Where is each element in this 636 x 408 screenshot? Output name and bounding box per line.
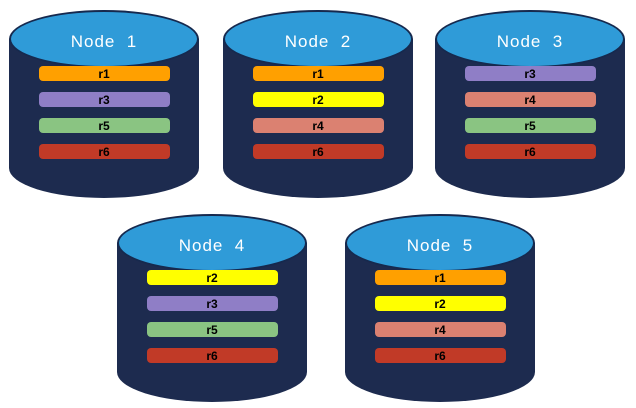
node-title: Node 5 xyxy=(406,235,474,255)
node-title: Node 3 xyxy=(496,31,564,51)
replica-bar-r5: r5 xyxy=(464,118,596,133)
replica-list: r1 r3 r5 r6 xyxy=(8,66,200,159)
replica-bar-r4: r4 xyxy=(374,322,506,337)
replica-bar-r2: r2 xyxy=(374,296,506,311)
replica-bar-r6: r6 xyxy=(374,348,506,363)
replica-list: r2 r3 r5 r6 xyxy=(116,270,308,363)
cylinder-top-ellipse: Node 4 xyxy=(117,214,307,272)
node-title: Node 1 xyxy=(70,31,138,51)
node-title: Node 2 xyxy=(284,31,352,51)
replica-bar-r6: r6 xyxy=(146,348,278,363)
cylinder-top-ellipse: Node 2 xyxy=(223,10,413,68)
replica-bar-r3: r3 xyxy=(146,296,278,311)
replica-bar-r1: r1 xyxy=(38,66,170,81)
replica-bar-r1: r1 xyxy=(252,66,384,81)
replica-bar-r3: r3 xyxy=(38,92,170,107)
cylinder-top-ellipse: Node 3 xyxy=(435,10,625,68)
replica-bar-r5: r5 xyxy=(146,322,278,337)
db-node-3: Node 3 r3 r4 r5 r6 xyxy=(434,8,626,198)
replica-list: r3 r4 r5 r6 xyxy=(434,66,626,159)
replica-bar-r6: r6 xyxy=(252,144,384,159)
db-node-1: Node 1 r1 r3 r5 r6 xyxy=(8,8,200,198)
replica-bar-r3: r3 xyxy=(464,66,596,81)
db-node-2: Node 2 r1 r2 r4 r6 xyxy=(222,8,414,198)
replica-bar-r2: r2 xyxy=(146,270,278,285)
replica-bar-r1: r1 xyxy=(374,270,506,285)
replica-bar-r4: r4 xyxy=(464,92,596,107)
replica-list: r1 r2 r4 r6 xyxy=(222,66,414,159)
db-node-4: Node 4 r2 r3 r5 r6 xyxy=(116,212,308,402)
replica-bar-r2: r2 xyxy=(252,92,384,107)
replica-bar-r6: r6 xyxy=(38,144,170,159)
replica-bar-r5: r5 xyxy=(38,118,170,133)
replica-bar-r6: r6 xyxy=(464,144,596,159)
db-node-5: Node 5 r1 r2 r4 r6 xyxy=(344,212,536,402)
replica-list: r1 r2 r4 r6 xyxy=(344,270,536,363)
cylinder-top-ellipse: Node 5 xyxy=(345,214,535,272)
cylinder-top-ellipse: Node 1 xyxy=(9,10,199,68)
replica-bar-r4: r4 xyxy=(252,118,384,133)
node-title: Node 4 xyxy=(178,235,246,255)
